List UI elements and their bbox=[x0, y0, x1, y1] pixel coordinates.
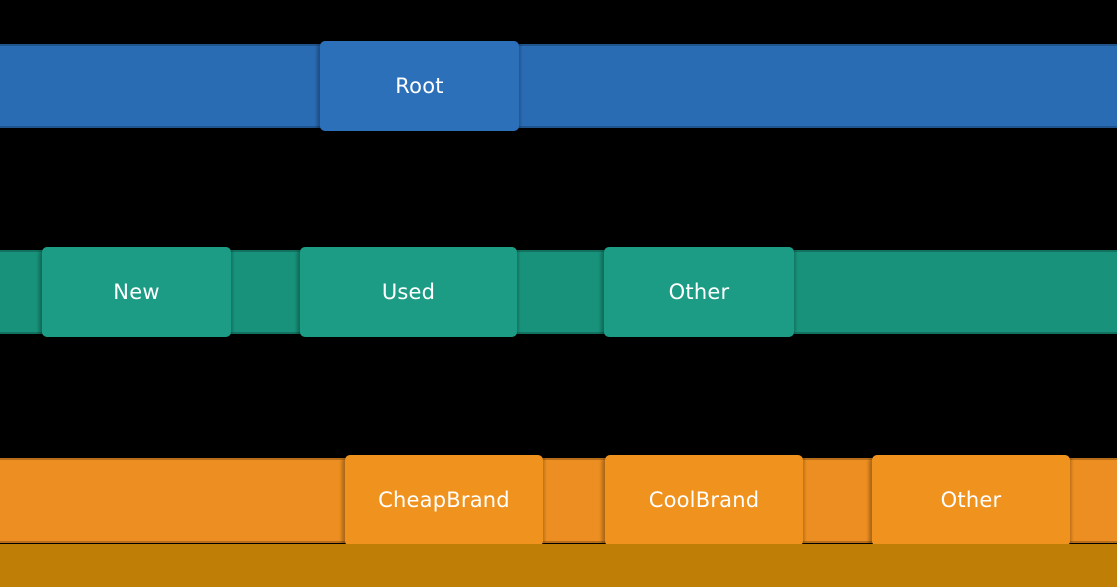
segment-other-level-3[interactable]: Other bbox=[872, 455, 1070, 546]
segment-label: New bbox=[113, 279, 160, 304]
segment-root-level-1[interactable]: Root bbox=[320, 41, 519, 131]
segment-new-level-2[interactable]: New bbox=[42, 247, 231, 337]
segment-label: CheapBrand bbox=[378, 488, 510, 512]
segment-other-level-2[interactable]: Other bbox=[604, 247, 794, 337]
segment-label: Used bbox=[381, 279, 436, 304]
segment-label: Other bbox=[668, 279, 730, 304]
level-4-bar bbox=[0, 544, 1117, 587]
segment-coolbrand-level-3[interactable]: CoolBrand bbox=[605, 455, 803, 546]
level-1-bar bbox=[0, 44, 1117, 128]
segment-label: CoolBrand bbox=[648, 488, 760, 512]
segment-label: Root bbox=[395, 73, 444, 98]
segment-used-level-2[interactable]: Used bbox=[300, 247, 517, 337]
segment-cheapbrand-level-3[interactable]: CheapBrand bbox=[345, 455, 543, 546]
segment-label: Other bbox=[940, 488, 1002, 512]
